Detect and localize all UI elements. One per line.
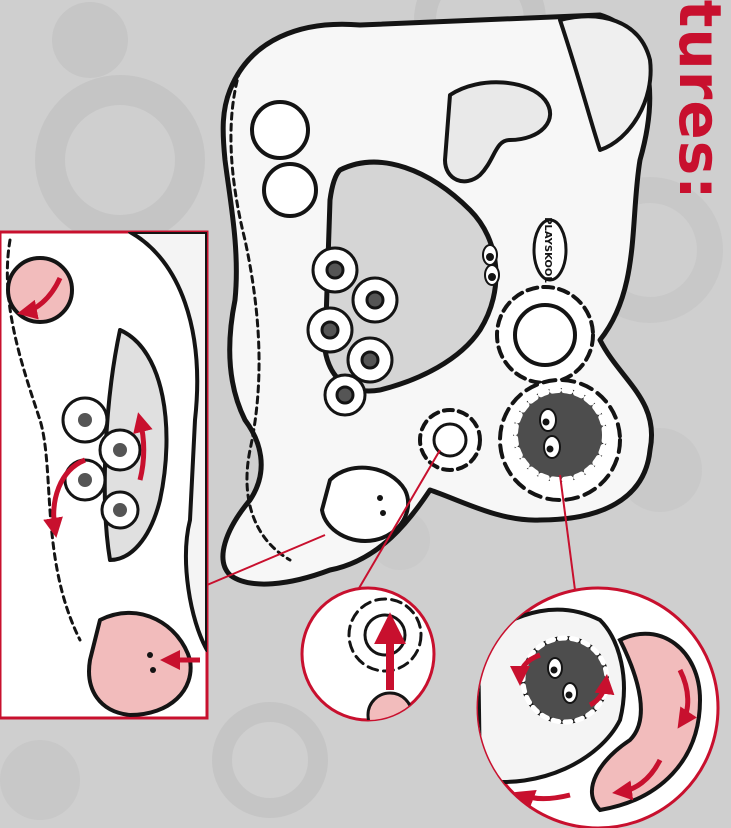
toy-illustration (223, 15, 652, 584)
smile-character (322, 468, 408, 541)
page-title: atures: (666, 0, 731, 200)
inset-panel-roller (0, 232, 207, 718)
inset-circle-ball (302, 588, 434, 737)
toy-logo: PLAYSKOOL (542, 217, 553, 283)
inset-circle-dial (478, 588, 718, 828)
roller-icon (252, 102, 308, 158)
